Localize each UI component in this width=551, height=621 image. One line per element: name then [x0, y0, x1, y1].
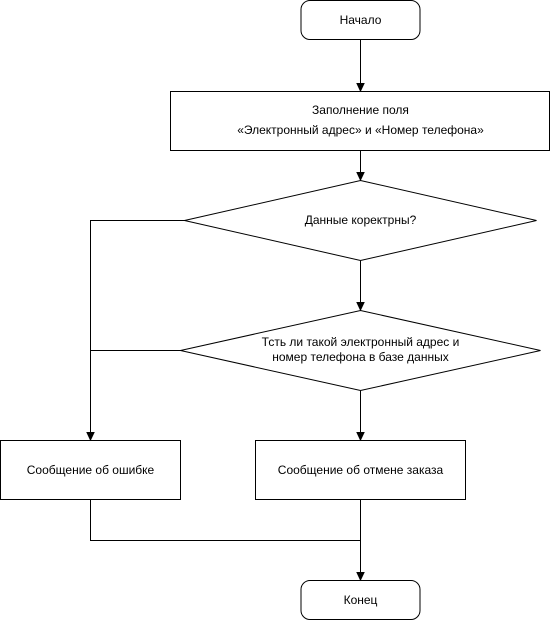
arrow-fill-to-check-data	[356, 172, 365, 182]
arrow-to-cancel	[356, 432, 365, 442]
check-db-decision-shape	[180, 309, 541, 392]
start-node-shape	[300, 0, 421, 40]
check-data-decision: Данные коректрны?	[184, 179, 537, 262]
end-node-label: Конец	[344, 593, 378, 607]
arrow-check-data-to-check-db	[356, 302, 365, 312]
fill-fields-node-shape	[170, 91, 550, 151]
edge-check-data-to-error	[90, 220, 185, 433]
cancel-message-node: Сообщение об отмене заказа	[255, 440, 466, 500]
error-message-node-label: Сообщение об ошибке	[27, 463, 155, 477]
error-message-node: Сообщение об ошибке	[0, 440, 181, 500]
fill-fields-node-label-line2: «Электронный адрес» и «Номер телефона»	[237, 123, 484, 137]
cancel-message-node-shape	[255, 440, 466, 500]
error-message-node-shape	[0, 440, 181, 500]
cancel-message-node-label: Сообщение об отмене заказа	[278, 463, 444, 477]
check-db-decision: Тсть ли такой электронный адрес и номер …	[180, 309, 541, 392]
check-data-decision-label: Данные коректрны?	[305, 213, 417, 227]
check-data-decision-shape	[184, 179, 537, 262]
arrow-start-to-fill	[356, 83, 365, 93]
check-db-decision-label-line1: Тсть ли такой электронный адрес и	[262, 335, 460, 349]
fill-fields-node-label-line1: Заполнение поля	[312, 103, 409, 117]
check-db-decision-label-line2: номер телефона в базе данных	[272, 350, 449, 364]
end-node: Конец	[300, 580, 421, 620]
edge-error-to-end	[90, 500, 361, 541]
start-node: Начало	[300, 0, 421, 40]
start-node-label: Начало	[340, 13, 382, 27]
fill-fields-node: Заполнение поля «Электронный адрес» и «Н…	[170, 91, 550, 151]
arrow-to-error	[86, 432, 95, 442]
connectors	[86, 40, 365, 582]
arrow-to-end	[356, 572, 365, 582]
